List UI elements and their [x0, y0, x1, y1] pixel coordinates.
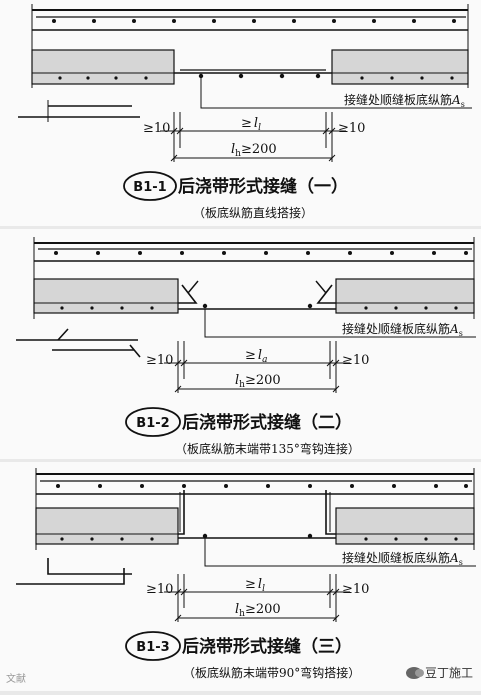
rebar-note: 接缝处顺缝板底纵筋As: [342, 550, 463, 567]
panel-b1-2: ≥10 ≥10 ≥la lh≥200 接缝处顺缝板底纵筋As B1-2 后浇带形…: [0, 229, 481, 459]
detail-id: B1-3: [136, 640, 169, 655]
detail-id-badge: [123, 171, 177, 201]
dim-left: ≥10: [143, 121, 170, 136]
bar-detail-hook90: [47, 558, 132, 575]
watermark-text: 文献: [6, 674, 26, 685]
joint-width: lh≥200: [231, 142, 277, 159]
panel-b1-1: ≥10 ≥10 ≥ll lh≥200 接缝处顺缝板底纵筋As B1-1 后浇带形…: [0, 0, 481, 226]
wechat-icon: [405, 666, 424, 679]
dim-left: ≥10: [146, 353, 173, 368]
detail-title: 后浇带形式接缝（二）: [182, 412, 352, 433]
joint-width: lh≥200: [235, 602, 281, 619]
precast-slab-left: [33, 278, 179, 314]
panel-b1-3: ≥10 ≥10 ≥ll lh≥200 接缝处顺缝板底纵筋As B1-3 后浇带形…: [0, 462, 481, 691]
detail-id: B1-2: [136, 416, 169, 431]
dim-right: ≥10: [342, 582, 369, 597]
precast-slab-right: [331, 49, 469, 85]
precast-slab-right: [335, 507, 475, 545]
detail-subtitle: （板底纵筋末端带135°弯钩连接）: [175, 441, 360, 456]
joint-width: lh≥200: [235, 373, 281, 390]
brand-name: 豆丁施工: [424, 666, 473, 680]
precast-slab-left: [31, 49, 175, 85]
rebar-note: 接缝处顺缝板底纵筋As: [344, 92, 465, 109]
precast-slab-left: [35, 507, 179, 545]
detail-id-badge: [125, 631, 181, 661]
detail-title: 后浇带形式接缝（一）: [178, 176, 348, 197]
dim-right: ≥10: [338, 121, 365, 136]
dim-right: ≥10: [342, 353, 369, 368]
detail-title: 后浇带形式接缝（三）: [182, 636, 352, 657]
detail-subtitle: （板底纵筋直线搭接）: [193, 205, 313, 220]
precast-slab-right: [335, 278, 475, 314]
detail-id-badge: [125, 407, 181, 437]
lap-length: ≥ll: [245, 577, 265, 594]
joint-drawing-b1-3: ≥10 ≥10 ≥ll lh≥200 接缝处顺缝板底纵筋As B1-3 后浇带形…: [16, 468, 476, 680]
joint-drawing-b1-1: ≥10 ≥10 ≥ll lh≥200 接缝处顺缝板底纵筋As B1-1 后浇带形…: [18, 4, 472, 220]
dim-left: ≥10: [146, 582, 173, 597]
lap-length: ≥ll: [241, 116, 261, 133]
rebar-note: 接缝处顺缝板底纵筋As: [342, 321, 463, 338]
brand-logo: 豆丁施工: [405, 664, 473, 681]
joint-drawing-b1-2: ≥10 ≥10 ≥la lh≥200 接缝处顺缝板底纵筋As B1-2 后浇带形…: [16, 237, 476, 456]
detail-id: B1-1: [133, 180, 166, 195]
lap-length: ≥la: [245, 348, 267, 365]
detail-subtitle: （板底纵筋末端带90°弯钩搭接）: [183, 665, 360, 680]
